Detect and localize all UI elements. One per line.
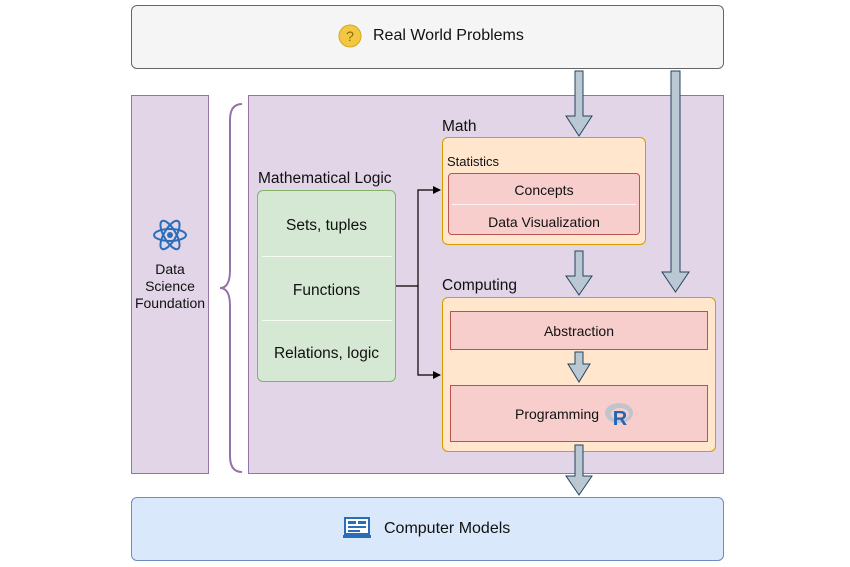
divider bbox=[262, 256, 392, 257]
math-logic-item: Sets, tuples bbox=[286, 217, 367, 234]
divider bbox=[262, 320, 392, 321]
real-world-problems-label: Real World Problems bbox=[373, 27, 524, 44]
arrow-to-math bbox=[565, 70, 593, 137]
question-icon: ? bbox=[338, 24, 362, 48]
programming-box bbox=[450, 385, 708, 442]
computer-models-label: Computer Models bbox=[384, 520, 511, 537]
computer-models-box bbox=[131, 497, 724, 561]
svg-text:R: R bbox=[613, 408, 628, 430]
abstraction-box: Abstraction bbox=[450, 311, 708, 350]
math-title: Math bbox=[442, 118, 477, 135]
r-logo-icon: R bbox=[605, 403, 633, 430]
computer-screen-icon bbox=[343, 517, 371, 538]
divider bbox=[452, 204, 636, 205]
foundation-line-2: Science bbox=[145, 278, 195, 294]
statistics-item: Data Visualization bbox=[488, 214, 600, 230]
math-logic-title: Mathematical Logic bbox=[258, 170, 392, 187]
curly-brace bbox=[219, 103, 243, 473]
arrow-abstraction-to-programming bbox=[567, 351, 591, 383]
math-logic-item: Relations, logic bbox=[273, 345, 380, 362]
statistics-title: Statistics bbox=[447, 154, 500, 169]
foundation-line-3: Foundation bbox=[134, 295, 206, 311]
programming-label: Programming bbox=[515, 406, 600, 422]
computing-title: Computing bbox=[442, 277, 517, 294]
statistics-item: Concepts bbox=[514, 182, 574, 198]
foundation-panel bbox=[131, 95, 209, 474]
real-world-problems-box bbox=[131, 5, 724, 69]
arrow-math-to-computing bbox=[565, 250, 593, 296]
math-logic-box bbox=[257, 190, 396, 382]
arrow-to-computing-right bbox=[661, 70, 690, 293]
svg-text:?: ? bbox=[346, 28, 354, 44]
math-logic-item: Functions bbox=[292, 282, 361, 299]
atom-icon bbox=[153, 219, 187, 251]
arrow-to-computer-models bbox=[565, 444, 593, 496]
foundation-line-1: Data bbox=[155, 261, 185, 277]
